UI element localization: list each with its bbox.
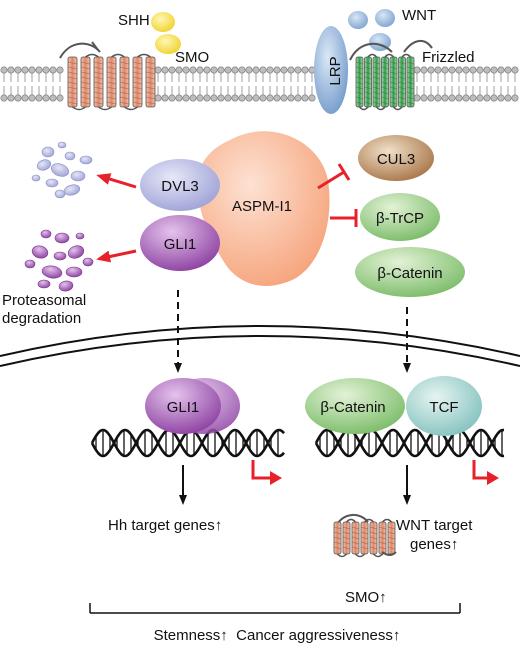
shh-ligand (151, 12, 181, 54)
dvl3-protein (140, 159, 220, 211)
wnt-target-label-2: genes↑ (410, 536, 458, 553)
frizzled-receptor (349, 40, 433, 111)
degradation-label: degradation (2, 310, 81, 327)
gli1-degradation-arrow (96, 249, 137, 263)
smo-upregulated-icon (333, 514, 397, 558)
shh-label: SHH (118, 12, 150, 29)
btrcp-protein (360, 193, 440, 241)
smo-up-label: SMO↑ (345, 589, 387, 606)
bcatenin-label: β-Catenin (377, 265, 442, 282)
cul3-inhibition (317, 163, 351, 190)
wnt-ligand (348, 9, 395, 51)
degraded-dvl3-fragments (31, 141, 93, 199)
gli1-label: GLI1 (164, 236, 197, 253)
hh-target-dna (90, 428, 285, 458)
dvl3-label: DVL3 (161, 178, 199, 195)
tcf-protein (406, 376, 482, 436)
cul3-protein (358, 135, 434, 181)
nuclear-membrane (0, 325, 520, 367)
outcome-label: Stemness↑ Cancer aggressiveness↑ (154, 627, 401, 644)
hh-transcription-start-arrow (251, 460, 282, 485)
wnt-label: WNT (402, 7, 436, 24)
hh-target-genes-label: Hh target genes↑ (108, 517, 222, 534)
cul3-label: CUL3 (377, 151, 415, 168)
smo-receptor (59, 41, 156, 111)
wnt-target-dna (314, 428, 505, 458)
gli1-protein (140, 215, 220, 271)
lrp-label: LRP (327, 56, 344, 85)
aspm-i1-protein (197, 131, 330, 286)
degraded-gli1-fragments (24, 229, 94, 292)
gli1-nuclear-protein (145, 378, 221, 434)
smo-label: SMO (175, 49, 209, 66)
tcf-label: TCF (429, 399, 458, 416)
outcome-bracket (89, 603, 461, 614)
dvl3-degradation-arrow (96, 173, 137, 189)
lrp-receptor (314, 26, 348, 114)
gli1-nuclear-label: GLI1 (167, 399, 200, 416)
wnt-transcription-start-arrow (472, 460, 499, 485)
wnt-target-label-1: WNT target (396, 517, 473, 534)
bcatenin-protein (355, 247, 465, 297)
aspm-i1-label: ASPM-I1 (232, 198, 292, 215)
cell-membrane (0, 66, 519, 102)
btrcp-label: β-TrCP (376, 210, 424, 227)
btrcp-inhibition (330, 209, 358, 227)
bcatenin-nuclear-label: β-Catenin (320, 399, 385, 416)
frizzled-label: Frizzled (422, 49, 475, 66)
proteasomal-label: Proteasomal (2, 292, 86, 309)
bcatenin-nuclear-protein (305, 378, 405, 434)
